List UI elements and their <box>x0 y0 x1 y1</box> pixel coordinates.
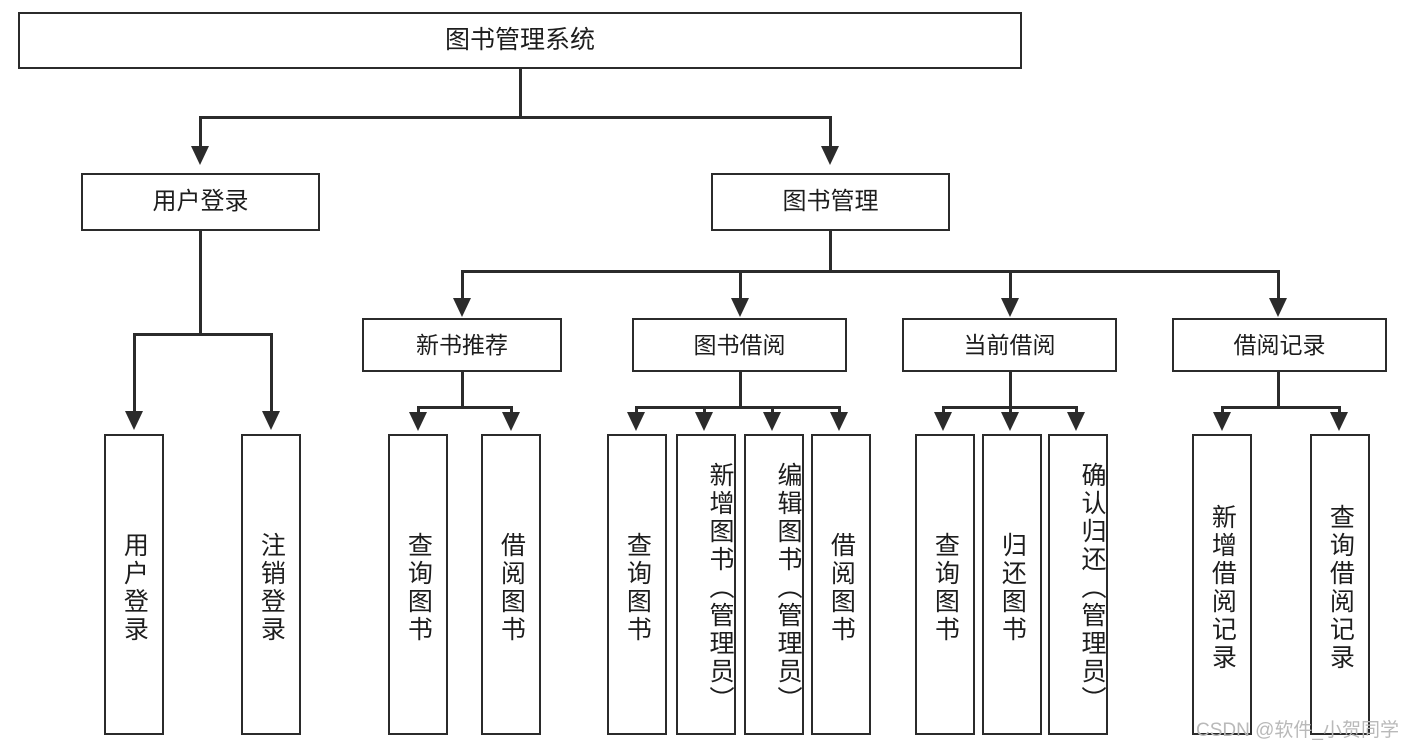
edge-new-book-recommend-stem <box>461 372 464 408</box>
leaf-label: 借阅图书 <box>827 531 856 644</box>
arrow-nbr-to-query-book <box>409 412 427 431</box>
edge-root-to-user-login <box>199 116 202 146</box>
watermark: CSDN @软件_小贺同学 <box>1196 720 1399 741</box>
arrow-to-book-management <box>821 146 839 165</box>
arrow-bb-to-edit-book <box>763 412 781 431</box>
leaf-label: 用户登录 <box>120 531 149 644</box>
edge-to-new-book-recommend <box>461 270 464 298</box>
edge-book-borrow-stem <box>739 372 742 408</box>
leaf-label: 借阅图书 <box>497 531 526 644</box>
leaf-cb-confirm-return-admin[interactable]: 确认归还（管理员） <box>1048 434 1108 735</box>
node-label: 图书管理 <box>782 188 879 216</box>
node-book-management[interactable]: 图书管理 <box>711 173 950 231</box>
arrow-to-leaf-user-login <box>125 411 143 430</box>
edge-user-login-bus <box>133 333 273 336</box>
edge-to-leaf-logout <box>270 333 273 411</box>
arrow-cb-to-query-book <box>934 412 952 431</box>
leaf-br-add-record[interactable]: 新增借阅记录 <box>1192 434 1252 735</box>
leaf-logout-login[interactable]: 注销登录 <box>241 434 301 735</box>
leaf-bb-query-book[interactable]: 查询图书 <box>607 434 667 735</box>
node-label: 用户登录 <box>152 188 249 216</box>
edge-to-leaf-user-login <box>133 333 136 411</box>
leaf-label: 查询图书 <box>931 531 960 644</box>
leaf-nbr-query-book[interactable]: 查询图书 <box>388 434 448 735</box>
leaf-label: 注销登录 <box>257 531 286 644</box>
edge-borrow-record-bus <box>1221 406 1341 409</box>
edge-root-stem <box>519 69 522 118</box>
node-current-borrow[interactable]: 当前借阅 <box>902 318 1117 372</box>
leaf-label: 查询图书 <box>404 531 433 644</box>
node-user-login[interactable]: 用户登录 <box>81 173 320 231</box>
edge-book-borrow-bus <box>635 406 840 409</box>
node-label: 借阅记录 <box>1233 331 1326 358</box>
node-borrow-record[interactable]: 借阅记录 <box>1172 318 1387 372</box>
arrow-to-current-borrow <box>1001 298 1019 317</box>
node-label: 新书推荐 <box>416 331 508 358</box>
edge-borrow-record-stem <box>1277 372 1280 408</box>
leaf-user-login[interactable]: 用户登录 <box>104 434 164 735</box>
arrow-to-user-login <box>191 146 209 165</box>
edge-to-borrow-record <box>1277 270 1280 298</box>
leaf-nbr-borrow-book[interactable]: 借阅图书 <box>481 434 541 735</box>
leaf-bb-add-book-admin[interactable]: 新增图书（管理员） <box>676 434 736 735</box>
leaf-cb-query-book[interactable]: 查询图书 <box>915 434 975 735</box>
arrow-to-borrow-record <box>1269 298 1287 317</box>
leaf-label: 编辑图书（管理员） <box>774 461 802 714</box>
edge-user-login-stem <box>199 231 202 334</box>
edge-current-borrow-stem <box>1009 372 1012 408</box>
leaf-label: 新增图书（管理员） <box>706 461 734 714</box>
arrow-nbr-to-borrow-book <box>502 412 520 431</box>
edge-book-management-stem <box>829 231 832 272</box>
edge-to-book-borrow <box>739 270 742 298</box>
arrow-br-to-add-record <box>1213 412 1231 431</box>
arrow-bb-to-query-book <box>627 412 645 431</box>
leaf-label: 查询借阅记录 <box>1326 503 1355 672</box>
node-label: 图书借阅 <box>693 331 786 358</box>
arrow-cb-to-confirm-return <box>1067 412 1085 431</box>
arrow-to-leaf-logout <box>262 411 280 430</box>
leaf-label: 查询图书 <box>623 531 652 644</box>
leaf-label: 新增借阅记录 <box>1208 503 1237 672</box>
leaf-br-query-record[interactable]: 查询借阅记录 <box>1310 434 1370 735</box>
node-label: 图书管理系统 <box>444 26 595 55</box>
edge-root-to-book-management <box>829 116 832 146</box>
node-label: 当前借阅 <box>963 331 1056 358</box>
leaf-cb-return-book[interactable]: 归还图书 <box>982 434 1042 735</box>
node-root-book-management-system[interactable]: 图书管理系统 <box>18 12 1022 69</box>
arrow-bb-to-borrow-book <box>830 412 848 431</box>
edge-new-book-recommend-bus <box>417 406 513 409</box>
leaf-bb-borrow-book[interactable]: 借阅图书 <box>811 434 871 735</box>
node-book-borrow[interactable]: 图书借阅 <box>632 318 847 372</box>
leaf-label: 确认归还（管理员） <box>1078 461 1106 714</box>
leaf-bb-edit-book-admin[interactable]: 编辑图书（管理员） <box>744 434 804 735</box>
arrow-bb-to-add-book <box>695 412 713 431</box>
arrow-to-book-borrow <box>731 298 749 317</box>
edge-book-management-bus <box>461 270 1279 273</box>
arrow-to-new-book-recommend <box>453 298 471 317</box>
leaf-label: 归还图书 <box>998 531 1027 644</box>
edge-root-bus <box>199 116 832 119</box>
edge-to-current-borrow <box>1009 270 1012 298</box>
arrow-cb-to-return-book <box>1001 412 1019 431</box>
node-new-book-recommend[interactable]: 新书推荐 <box>362 318 562 372</box>
arrow-br-to-query-record <box>1330 412 1348 431</box>
